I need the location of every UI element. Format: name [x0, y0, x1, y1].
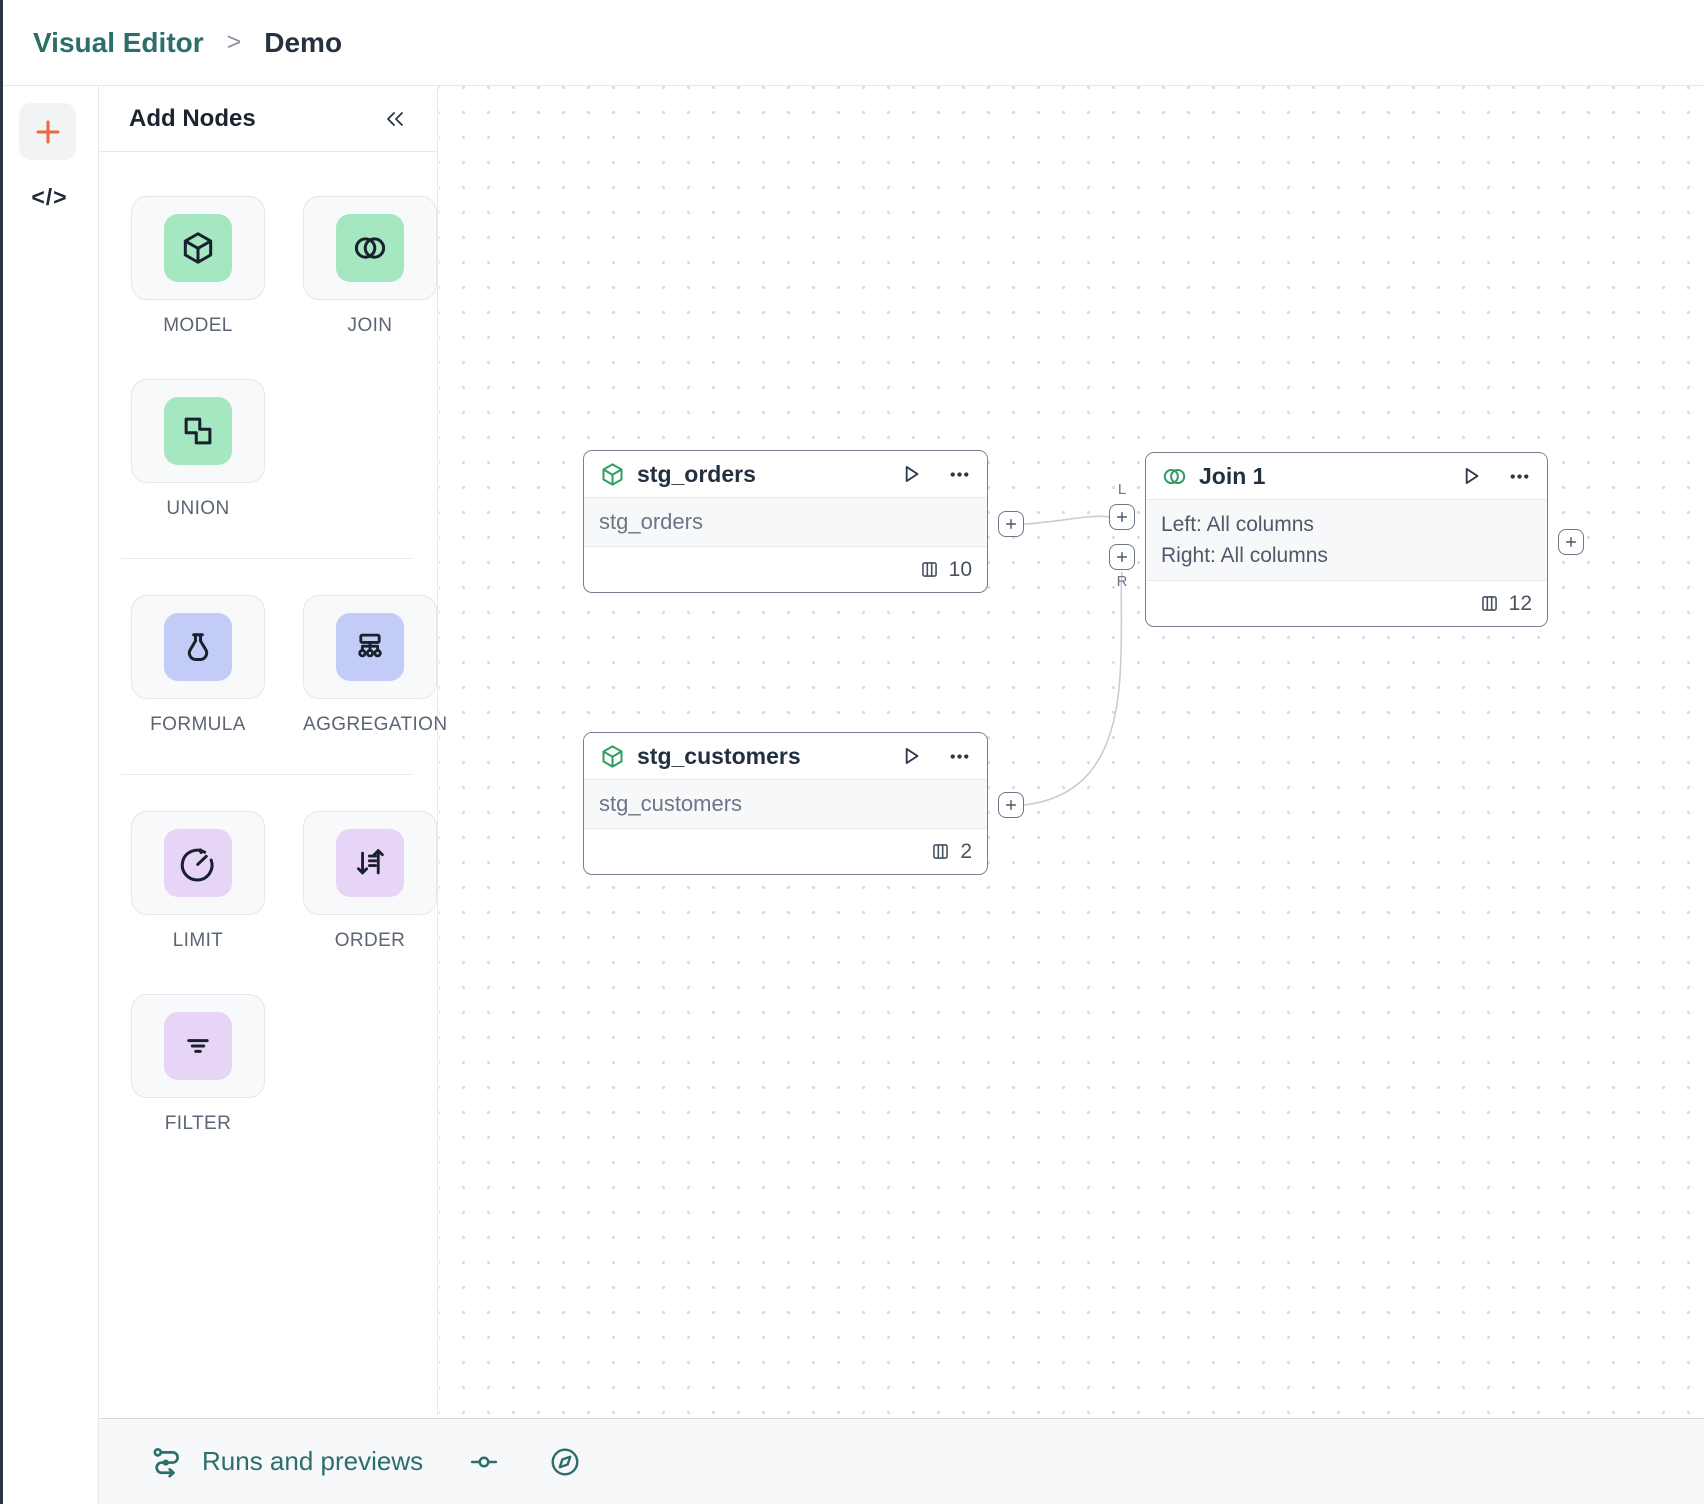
gauge-icon [180, 848, 214, 882]
plus-icon [1005, 799, 1017, 811]
column-count: 10 [948, 557, 972, 581]
run-node-icon[interactable] [1458, 463, 1484, 489]
page-title: Demo [264, 26, 343, 58]
plus-icon [1116, 551, 1128, 563]
column-count: 2 [960, 839, 972, 863]
order-node-button[interactable] [303, 811, 437, 915]
status-bar: Runs and previews [99, 1418, 1704, 1504]
palette-group-sources: MODEL JOIN [99, 152, 437, 520]
palette-item-model: MODEL [131, 196, 265, 337]
run-node-icon[interactable] [898, 743, 924, 769]
edge-customers-to-join-right [1023, 571, 1123, 806]
filter-lines-icon [187, 1039, 209, 1053]
node-footer: 2 [584, 829, 987, 874]
node-header: Join 1 [1146, 453, 1547, 500]
node-subtitle: stg_customers [584, 780, 987, 829]
flask-icon [187, 633, 209, 662]
node-join-1[interactable]: Join 1 Left: All columns Right: All colu… [1145, 452, 1548, 627]
formula-node-button[interactable] [131, 595, 265, 699]
plus-icon [1116, 511, 1128, 523]
node-footer: 10 [584, 547, 987, 592]
join-node-button[interactable] [303, 196, 437, 300]
add-node-button[interactable] [19, 103, 76, 160]
code-icon: </> [31, 184, 68, 210]
aggregation-node-button[interactable] [303, 595, 437, 699]
port-join-output[interactable] [1558, 529, 1584, 555]
navigate-button[interactable] [549, 1446, 581, 1478]
join-left-port-label: L [1117, 481, 1127, 498]
breadcrumb-section-link[interactable]: Visual Editor [33, 26, 204, 58]
palette-divider [121, 558, 413, 559]
more-menu-icon[interactable] [1507, 464, 1532, 489]
port-stg-orders-output[interactable] [998, 511, 1024, 537]
node-subtitle: stg_orders [584, 498, 987, 547]
plus-icon [1565, 536, 1577, 548]
union-squares-icon [184, 417, 212, 445]
more-menu-icon[interactable] [947, 462, 972, 487]
runs-and-previews-label: Runs and previews [202, 1446, 424, 1476]
join-circles-icon [1163, 468, 1186, 484]
union-node-button[interactable] [131, 379, 265, 483]
cube-icon [602, 462, 623, 486]
palette-item-limit: LIMIT [131, 811, 265, 952]
join-right-summary: Right: All columns [1161, 544, 1328, 567]
palette-item-union: UNION [131, 379, 265, 520]
compass-icon [551, 1448, 579, 1475]
left-toolbar: </> [0, 86, 99, 1504]
palette-divider [121, 774, 413, 775]
limit-node-button[interactable] [131, 811, 265, 915]
columns-icon [921, 562, 937, 577]
plus-icon [36, 120, 59, 143]
flow-canvas[interactable]: stg_orders stg_orders 10 [439, 86, 1704, 1418]
edge-orders-to-join-left [1023, 515, 1110, 525]
plus-icon [1005, 518, 1017, 530]
runs-and-previews-button[interactable]: Runs and previews [151, 1445, 423, 1479]
add-nodes-panel: Add Nodes MODEL [99, 86, 447, 1415]
window-left-accent [0, 0, 3, 1504]
node-footer: 12 [1146, 581, 1547, 626]
port-stg-customers-output[interactable] [998, 792, 1024, 818]
cube-icon [602, 744, 623, 768]
palette-item-aggregation: AGGREGATION [303, 595, 447, 736]
node-header: stg_orders [584, 451, 987, 498]
join-left-summary: Left: All columns [1161, 513, 1314, 536]
join-circles-icon [354, 237, 386, 259]
cube-icon [183, 232, 213, 264]
breadcrumb-separator: > [226, 28, 242, 56]
run-route-icon [153, 1447, 179, 1478]
add-nodes-panel-header: Add Nodes [99, 86, 437, 152]
palette-item-filter: FILTER [131, 994, 265, 1135]
columns-icon [1481, 596, 1497, 611]
lineage-toggle-button[interactable] [469, 1447, 499, 1477]
join-summary: Left: All columns Right: All columns [1146, 500, 1547, 581]
palette-item-order: ORDER [303, 811, 437, 952]
node-stg-orders[interactable]: stg_orders stg_orders 10 [583, 450, 988, 593]
run-node-icon[interactable] [898, 461, 924, 487]
palette-item-formula: FORMULA [131, 595, 265, 736]
palette-group-filters: LIMIT ORDER [99, 811, 437, 1135]
node-title: stg_orders [637, 460, 756, 487]
more-menu-icon[interactable] [947, 744, 972, 769]
commit-icon [471, 1456, 498, 1468]
port-join-right-input[interactable] [1109, 544, 1135, 570]
panel-title: Add Nodes [129, 104, 256, 132]
collapse-panel-icon[interactable] [383, 107, 407, 131]
sort-arrows-icon [357, 849, 384, 875]
filter-node-button[interactable] [131, 994, 265, 1098]
sitemap-icon [358, 633, 382, 658]
columns-icon [933, 844, 949, 859]
column-count: 12 [1508, 591, 1532, 615]
join-right-port-label: R [1116, 573, 1128, 590]
node-title: Join 1 [1199, 462, 1266, 489]
node-header: stg_customers [584, 733, 987, 780]
node-stg-customers[interactable]: stg_customers stg_customers 2 [583, 732, 988, 875]
node-title: stg_customers [637, 742, 801, 769]
palette-group-transforms: FORMULA AGGREGATION [99, 595, 447, 736]
code-view-button[interactable]: </> [0, 184, 99, 211]
palette-item-join: JOIN [303, 196, 437, 337]
model-node-button[interactable] [131, 196, 265, 300]
port-join-left-input[interactable] [1109, 504, 1135, 530]
breadcrumb: Visual Editor > Demo [0, 0, 1704, 86]
